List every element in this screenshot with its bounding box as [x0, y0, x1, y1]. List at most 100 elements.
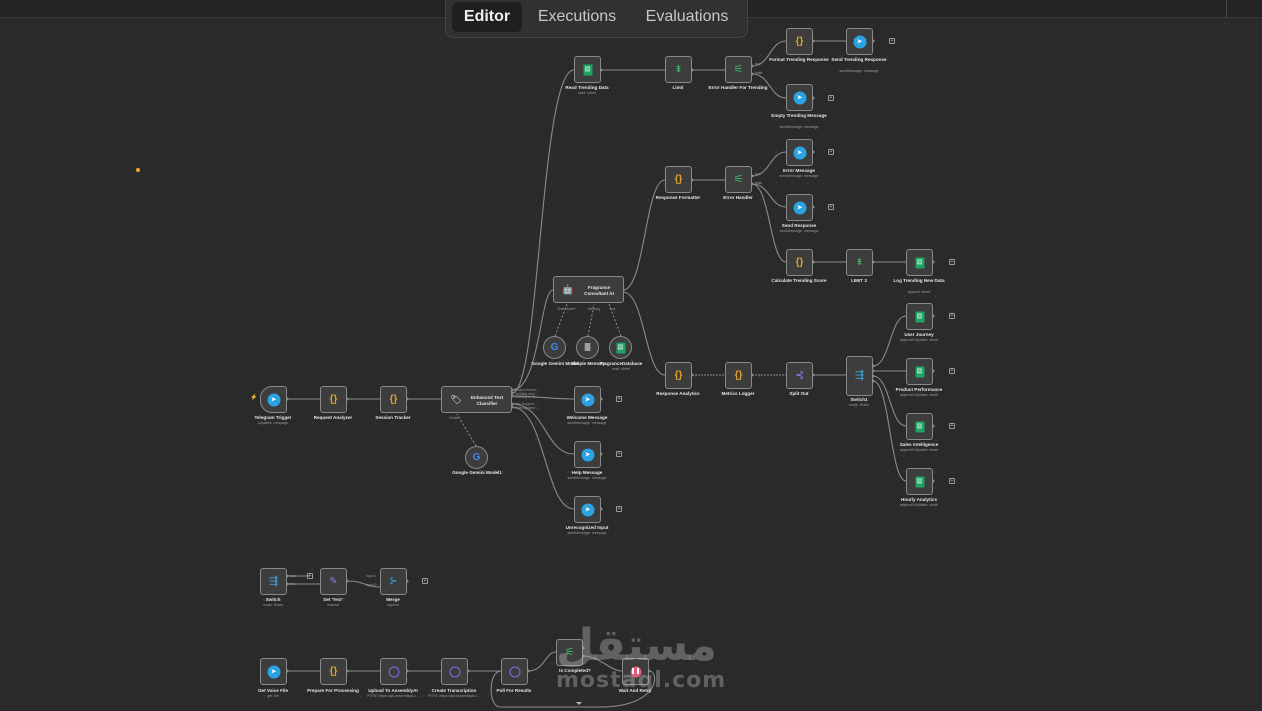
- node-product-performance[interactable]: ▤: [906, 358, 933, 385]
- add-node-icon[interactable]: +: [307, 573, 313, 579]
- node-user-journey[interactable]: ▤: [906, 303, 933, 330]
- node-limit[interactable]: ⇟: [665, 56, 692, 83]
- node-meta: sendMessage: message: [567, 476, 607, 480]
- node-label: Metrics Logger: [721, 391, 755, 396]
- node-fragrance-database[interactable]: ▤: [609, 336, 632, 359]
- node-merge[interactable]: ⊱: [380, 568, 407, 595]
- node-response-analytics[interactable]: {}: [665, 362, 692, 389]
- tab-editor[interactable]: Editor: [452, 2, 522, 32]
- node-google-gemini-model[interactable]: G: [543, 336, 566, 359]
- split-icon: ⊰: [794, 369, 805, 381]
- node-label: Switch1: [850, 397, 868, 402]
- node-format-trending-response[interactable]: {}: [786, 28, 813, 55]
- node-poll-for-results[interactable]: [501, 658, 528, 685]
- telegram-icon: ➤: [581, 448, 594, 461]
- port-label: Input 2: [366, 583, 377, 587]
- add-node-icon[interactable]: +: [949, 478, 955, 484]
- node-limit-3[interactable]: ⇟: [846, 249, 873, 276]
- telegram-icon: ➤: [793, 201, 806, 214]
- telegram-icon: ➤: [581, 393, 594, 406]
- node-request-analyzer[interactable]: {}: [320, 386, 347, 413]
- node-fragrance-consultant-ai[interactable]: 🤖 Fragrance Consultant AI: [553, 276, 624, 303]
- node-welcome-message[interactable]: ➤: [574, 386, 601, 413]
- add-node-icon[interactable]: +: [616, 506, 622, 512]
- port-label: Unrecognized ...: [514, 405, 539, 410]
- node-error-message[interactable]: ➤: [786, 139, 813, 166]
- node-help-message[interactable]: ➤: [574, 441, 601, 468]
- tab-executions[interactable]: Executions: [537, 8, 617, 25]
- edge: [527, 651, 557, 672]
- port-label: Model*: [449, 416, 460, 420]
- node-split-out[interactable]: ⊰: [786, 362, 813, 389]
- node-error-handler-trending[interactable]: ⚟: [725, 56, 752, 83]
- node-send-trending-response[interactable]: ➤: [846, 28, 873, 55]
- add-node-icon[interactable]: +: [949, 259, 955, 265]
- add-node-icon[interactable]: +: [828, 149, 834, 155]
- add-node-icon[interactable]: +: [949, 423, 955, 429]
- node-error-handler[interactable]: ⚟: [725, 166, 752, 193]
- node-label: Google Gemini Model: [531, 361, 579, 366]
- node-switch[interactable]: ⇶: [260, 568, 287, 595]
- node-label: Session Tracker: [375, 415, 411, 420]
- port-label: false: [755, 181, 763, 185]
- add-node-icon[interactable]: +: [949, 368, 955, 374]
- node-meta: sendMessage: message: [779, 174, 819, 178]
- limit-icon: ⇟: [855, 256, 864, 268]
- node-label: Google Gemini Model1: [452, 470, 502, 475]
- edge: [511, 289, 554, 391]
- telegram-icon: ➤: [853, 35, 866, 48]
- add-node-icon[interactable]: +: [889, 38, 895, 44]
- tab-evaluations[interactable]: Evaluations: [645, 8, 729, 25]
- node-meta: mode: Rules: [848, 403, 870, 407]
- node-session-tracker[interactable]: {}: [380, 386, 407, 413]
- node-telegram-trigger[interactable]: ➤: [260, 386, 287, 413]
- node-label: FragranceDatabase: [599, 361, 643, 366]
- node-google-gemini-model1[interactable]: G: [465, 446, 488, 469]
- node-label: Send Trending Response: [831, 57, 887, 62]
- globe-icon: [509, 666, 520, 677]
- limit-icon: ⇟: [674, 63, 683, 75]
- node-label: Empty Trending Message: [771, 113, 827, 118]
- node-create-transcription[interactable]: [441, 658, 468, 685]
- edge: [511, 69, 575, 394]
- node-get-voice-file[interactable]: ➤: [260, 658, 287, 685]
- telegram-icon: ➤: [793, 146, 806, 159]
- node-calculate-trending-score[interactable]: {}: [786, 249, 813, 276]
- node-switch1[interactable]: ⇶: [846, 356, 873, 396]
- node-enhanced-text-classifier[interactable]: 🏷 Enhanced Text Classifier: [441, 386, 512, 413]
- add-node-icon[interactable]: +: [949, 313, 955, 319]
- node-unrecognized-input[interactable]: ➤: [574, 496, 601, 523]
- node-send-response[interactable]: ➤: [786, 194, 813, 221]
- node-prepare-for-processing[interactable]: {}: [320, 658, 347, 685]
- add-node-icon[interactable]: +: [828, 95, 834, 101]
- trigger-bolt-icon: ⚡: [250, 395, 258, 401]
- google-icon: G: [472, 451, 481, 463]
- port-label: Tool: [609, 307, 616, 311]
- node-meta: read: sheet: [612, 367, 630, 371]
- node-read-trending-data[interactable]: ▤: [574, 56, 601, 83]
- tag-icon: 🏷: [450, 394, 462, 404]
- add-node-icon[interactable]: +: [422, 578, 428, 584]
- add-node-icon[interactable]: +: [616, 451, 622, 457]
- edge: [622, 291, 666, 376]
- node-sales-intelligence[interactable]: ▤: [906, 413, 933, 440]
- node-empty-trending-message[interactable]: ➤: [786, 84, 813, 111]
- node-label: LIMIT 3: [851, 278, 867, 283]
- node-log-trending-new-data[interactable]: ▤: [906, 249, 933, 276]
- add-node-icon[interactable]: +: [828, 204, 834, 210]
- node-metrics-logger[interactable]: {}: [725, 362, 752, 389]
- node-wait-and-retry[interactable]: ❚❚: [622, 658, 649, 685]
- edge: [490, 670, 656, 708]
- node-label: Error Handler: [723, 195, 753, 200]
- node-response-formatter[interactable]: {}: [665, 166, 692, 193]
- port-label: Greeting or W...: [514, 395, 538, 399]
- node-hourly-analytics[interactable]: ▤: [906, 468, 933, 495]
- add-node-icon[interactable]: +: [616, 396, 622, 402]
- node-meta: read: sheet: [578, 91, 596, 95]
- node-simple-memory[interactable]: ≣: [576, 336, 599, 359]
- node-is-completed[interactable]: ⚟: [556, 639, 583, 666]
- node-set-text[interactable]: ✎: [320, 568, 347, 595]
- node-meta: appendOrUpdate: sheet: [899, 503, 939, 507]
- node-upload-to-assemblyai[interactable]: [380, 658, 407, 685]
- node-label: Hourly Analytics: [900, 497, 938, 502]
